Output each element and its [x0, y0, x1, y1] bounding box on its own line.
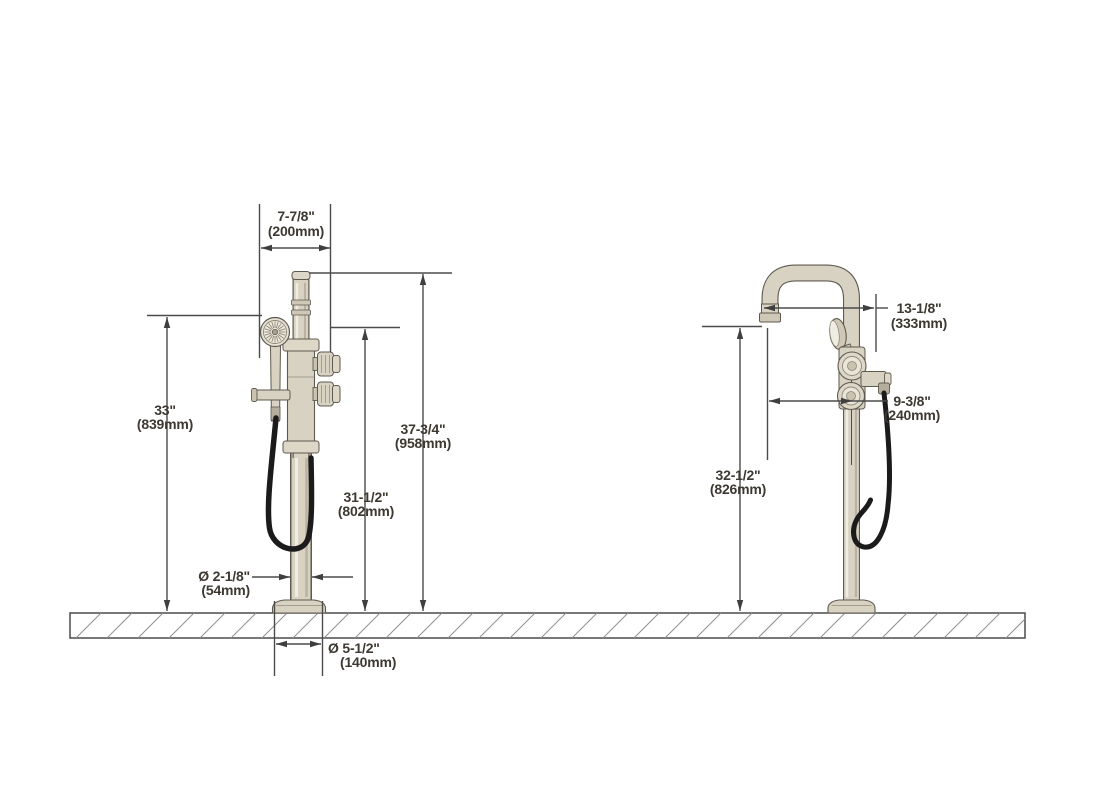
dim-handle-depth-metric: (240mm)	[884, 407, 940, 423]
front-handle-lower	[312, 381, 341, 407]
side-gooseneck	[762, 265, 859, 601]
dim-outlet-height-value: 32-1/2"	[716, 467, 761, 483]
side-handle-lower	[836, 381, 866, 411]
dim-overall-height-metric: (958mm)	[395, 435, 451, 451]
front-spout-ring-1	[291, 299, 311, 306]
dim-spout-reach-value: 13-1/8"	[897, 300, 942, 316]
dim-spout-width-value: 7-7/8"	[277, 208, 314, 224]
dim-base-diameter-value: Ø 5-1/2"	[328, 640, 380, 656]
front-valve-top-collar	[282, 338, 320, 352]
dim-base-diameter-metric: (140mm)	[340, 654, 396, 670]
side-spout-outlet-flare	[759, 312, 781, 323]
dim-handshower-height-metric: (839mm)	[137, 416, 193, 432]
front-view-faucet	[251, 271, 341, 614]
dim-spout-height-metric: (802mm)	[338, 503, 394, 519]
front-valve-body	[286, 338, 316, 454]
side-base-flange	[827, 599, 876, 614]
floor-hatch-lines	[75, 612, 1026, 639]
dim-column-diameter-value: Ø 2-1/8"	[198, 568, 250, 584]
side-handshower-hose	[851, 390, 892, 550]
spray-face-spokes	[264, 321, 286, 343]
front-handshower-holder-arm	[253, 389, 291, 401]
front-valve-bottom-collar	[282, 440, 320, 454]
dim-outlet-height-metric: (826mm)	[710, 481, 766, 497]
dimension-annotations-front: 7-7/8" (200mm) 33" (839mm) 37-3/4" (958m…	[137, 204, 452, 676]
front-handle-upper	[312, 351, 341, 377]
side-view-faucet	[759, 264, 892, 614]
dimension-annotations-side: 13-1/8" (333mm) 9-3/8" (240mm) 32-1/2" (…	[702, 294, 947, 611]
front-spout-ring-2	[291, 309, 311, 316]
dim-column-diameter-metric: (54mm)	[201, 582, 250, 598]
dim-spout-height-value: 31-1/2"	[344, 489, 389, 505]
dim-spout-reach-metric: (333mm)	[891, 315, 947, 331]
dim-spout-width-metric: (200mm)	[268, 223, 324, 239]
dim-overall-height-value: 37-3/4"	[401, 421, 446, 437]
dim-handshower-height-value: 33"	[154, 402, 176, 418]
front-spout-top-cap	[291, 271, 311, 280]
side-handle-upper	[837, 351, 867, 381]
front-handshower-head	[259, 316, 291, 348]
floor	[69, 612, 1026, 639]
front-base-flange	[271, 599, 327, 614]
front-handshower-hose	[265, 415, 315, 552]
dim-handle-depth-value: 9-3/8"	[893, 393, 930, 409]
front-holder-end-cap	[251, 388, 258, 402]
